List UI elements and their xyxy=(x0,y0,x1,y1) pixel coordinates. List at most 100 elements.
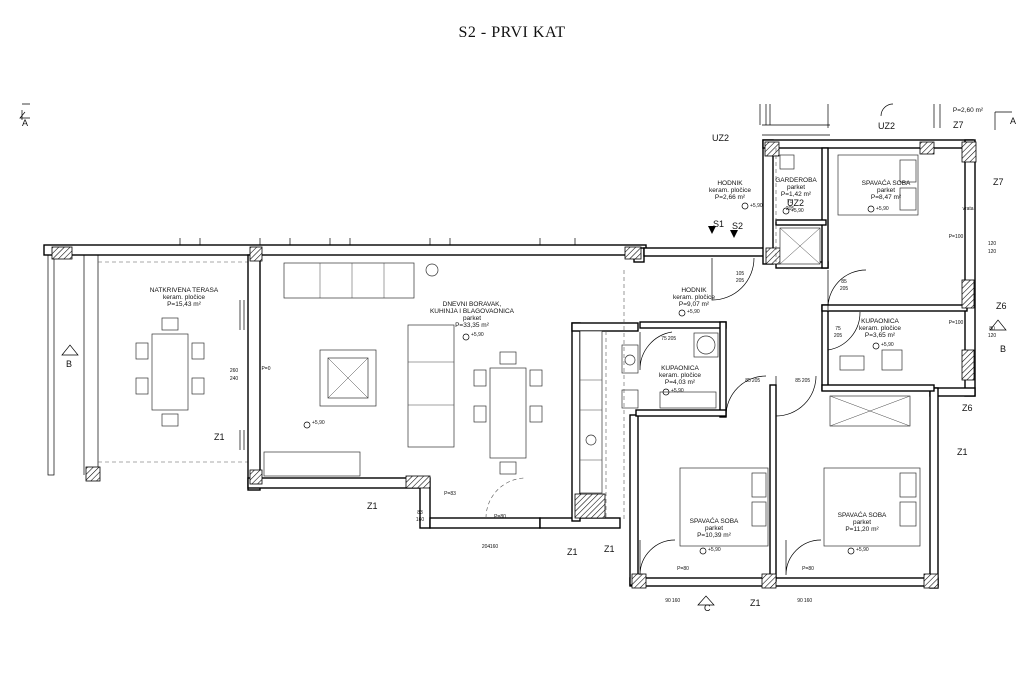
bedroom1-name: SPAVAĆA SOBA xyxy=(862,178,911,187)
svg-text:85: 85 xyxy=(841,279,847,285)
svg-text:205: 205 xyxy=(840,286,849,292)
plan-title: S2 - PRVI KAT xyxy=(458,24,566,41)
svg-text:120: 120 xyxy=(988,249,997,255)
structural-columns xyxy=(51,141,977,589)
svg-text:120: 120 xyxy=(988,241,997,247)
terrace-dining-set xyxy=(135,317,205,427)
hallway1-floor: keram. pločice xyxy=(709,187,751,194)
svg-text:205: 205 xyxy=(752,378,761,384)
section-a-marker: A xyxy=(22,118,28,128)
svg-text:160: 160 xyxy=(416,517,425,523)
z7-marker: Z7 xyxy=(993,177,1004,187)
bedroom1-floor: parket xyxy=(877,187,895,194)
z6-marker: Z6 xyxy=(962,403,973,413)
hallway2-floor: keram. pločice xyxy=(673,294,715,301)
bedroom3-name: SPAVAĆA SOBA xyxy=(838,510,887,519)
terrace-floor: keram. pločice xyxy=(163,294,205,301)
bath2-area: P=3,65 m² xyxy=(865,332,896,339)
svg-text:75: 75 xyxy=(661,336,667,342)
level-label: +5,90 xyxy=(471,332,484,338)
living-name: DNEVNI BORAVAK, xyxy=(443,301,502,308)
bedroom2-floor: parket xyxy=(705,525,723,532)
svg-text:85: 85 xyxy=(745,378,751,384)
room-labels: NATKRIVENA TERASA keram. pločice P=15,43… xyxy=(150,107,984,539)
svg-text:160: 160 xyxy=(490,544,499,550)
level-label: +5,90 xyxy=(687,309,700,315)
living-furniture xyxy=(263,262,543,477)
wardrobe-name: GARDEROBA xyxy=(775,177,817,184)
z1-marker: Z1 xyxy=(604,544,615,554)
living-area: P=33,35 m² xyxy=(455,322,490,329)
svg-text:205: 205 xyxy=(786,206,795,212)
level-label: +5,90 xyxy=(881,342,894,348)
section-markers xyxy=(19,111,1007,606)
hallway1-name: HODNIK xyxy=(717,180,743,187)
svg-text:P=80: P=80 xyxy=(677,566,689,572)
window-marks xyxy=(179,238,576,450)
bedroom-beds xyxy=(679,154,921,547)
door-swings xyxy=(485,148,867,576)
level-label: +5,90 xyxy=(876,206,889,212)
svg-text:105: 105 xyxy=(736,271,745,277)
hallway2-area: P=9,07 m² xyxy=(679,301,710,308)
svg-text:160: 160 xyxy=(672,598,681,604)
wardrobe-floor: parket xyxy=(787,184,805,191)
svg-text:P=80: P=80 xyxy=(802,566,814,572)
svg-text:83: 83 xyxy=(417,510,423,516)
dimension-labels: 75 205 105 205 75 205 85 205 75 205 85 2… xyxy=(230,199,997,604)
z6-marker: Z6 xyxy=(996,301,1007,311)
bathroom-fixtures xyxy=(621,154,911,427)
svg-text:P=83: P=83 xyxy=(444,491,456,497)
svg-text:P=80: P=80 xyxy=(494,514,506,520)
z1-marker: Z1 xyxy=(214,432,225,442)
hallway1-area: P=2,66 m² xyxy=(715,194,746,201)
wardrobe-area: P=1,42 m² xyxy=(781,191,812,198)
svg-text:90: 90 xyxy=(797,598,803,604)
uz2-marker: UZ2 xyxy=(712,133,729,143)
svg-text:75: 75 xyxy=(787,199,793,205)
svg-text:120: 120 xyxy=(988,333,997,339)
svg-text:205: 205 xyxy=(668,336,677,342)
section-b-marker: B xyxy=(1000,344,1006,354)
bath1-area: P=4,03 m² xyxy=(665,379,696,386)
svg-text:205: 205 xyxy=(802,378,811,384)
s1-marker: S1 xyxy=(713,219,724,229)
s2-marker: S2 xyxy=(732,221,743,231)
svg-text:260: 260 xyxy=(230,368,239,374)
top-neighbour-outline xyxy=(21,103,1012,136)
svg-text:P=100: P=100 xyxy=(949,320,964,326)
living-floor: parket xyxy=(463,315,481,322)
marker-labels: UZ2 UZ2 UZ2 S1 S2 Z7 Z7 Z6 Z6 Z1 Z1 Z1 Z… xyxy=(22,116,1016,613)
svg-text:205: 205 xyxy=(834,333,843,339)
terrace-area: P=15,43 m² xyxy=(167,301,202,308)
z1-marker: Z1 xyxy=(957,447,968,457)
svg-text:160: 160 xyxy=(804,598,813,604)
top-right-area: P=2,60 m² xyxy=(953,107,984,114)
terrace-name: NATKRIVENA TERASA xyxy=(150,287,219,294)
svg-text:vrata: vrata xyxy=(962,206,973,212)
svg-text:P=100: P=100 xyxy=(949,234,964,240)
section-c-marker: C xyxy=(704,603,711,613)
bedroom3-area: P=11,20 m² xyxy=(845,526,879,533)
svg-text:85: 85 xyxy=(795,378,801,384)
bath1-name: KUPAONICA xyxy=(661,365,699,372)
kitchen-counter xyxy=(579,330,607,518)
section-b-marker: B xyxy=(66,359,72,369)
svg-text:204: 204 xyxy=(482,544,491,550)
svg-text:75: 75 xyxy=(835,326,841,332)
bedroom1-area: P=8,47 m² xyxy=(871,194,902,201)
level-label: +5,90 xyxy=(791,208,804,214)
bath2-name: KUPAONICA xyxy=(861,318,899,325)
hallway2-name: HODNIK xyxy=(681,287,707,294)
z1-marker: Z1 xyxy=(567,547,578,557)
bedroom2-name: SPAVAĆA SOBA xyxy=(690,516,739,525)
level-label: +5,90 xyxy=(708,547,721,553)
svg-text:80: 80 xyxy=(989,326,995,332)
level-label: +5,90 xyxy=(750,203,763,209)
level-symbols xyxy=(303,202,880,555)
bath2-floor: keram. pločice xyxy=(859,325,901,332)
level-label: +5,90 xyxy=(856,547,869,553)
level-label: +5,90 xyxy=(671,388,684,394)
z1-marker: Z1 xyxy=(367,501,378,511)
